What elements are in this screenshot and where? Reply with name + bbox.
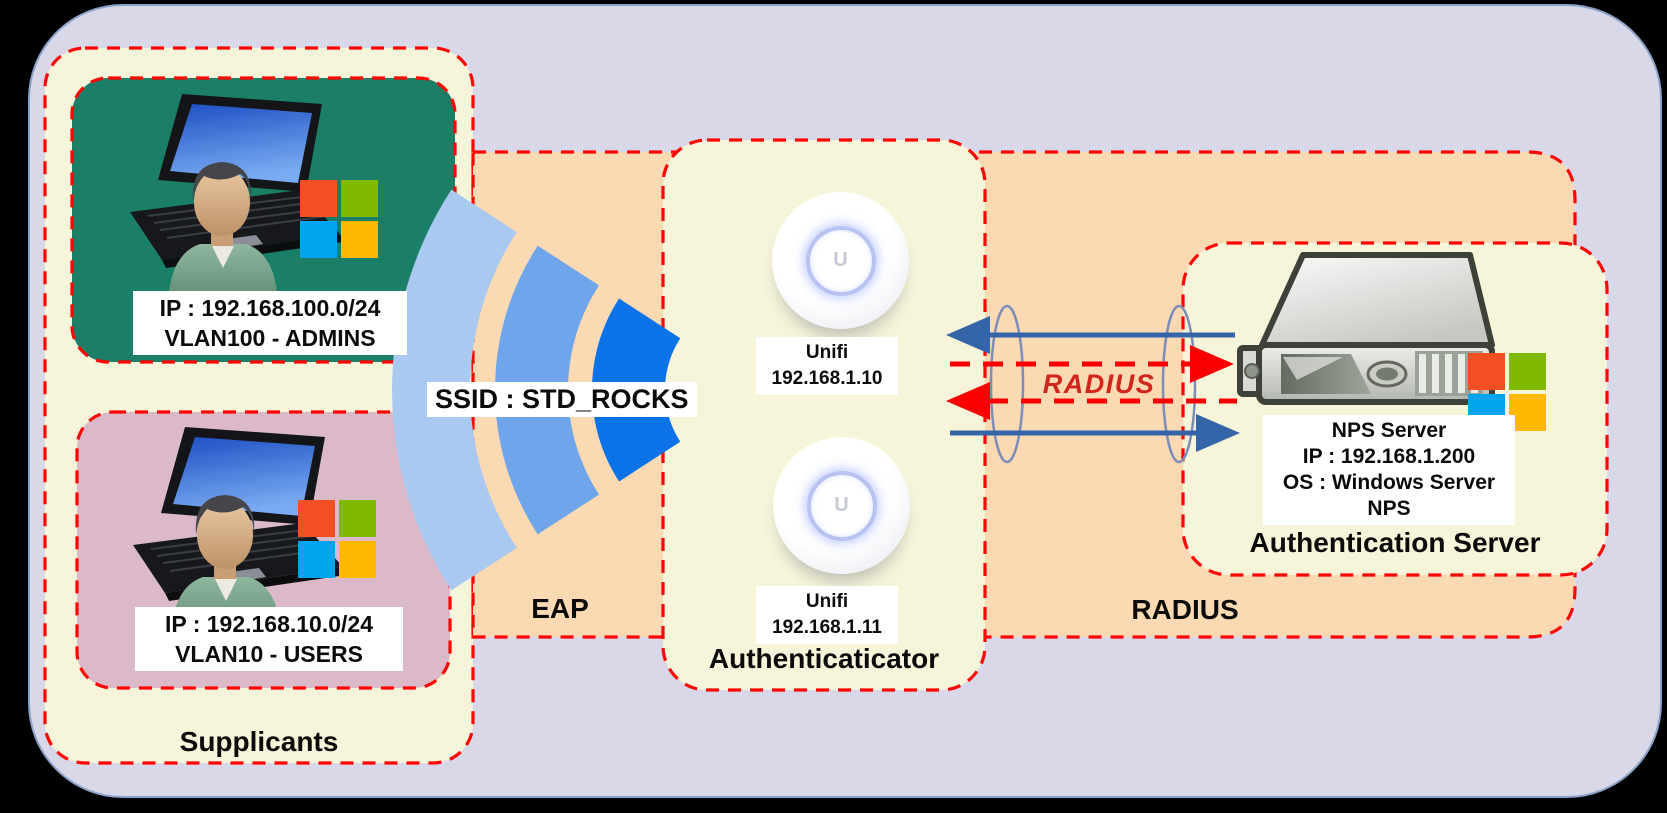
radius-flow-label: RADIUS	[1042, 369, 1156, 399]
microsoft-logo-icon	[300, 180, 378, 258]
ap1-label: Unifi 192.168.1.10	[756, 337, 898, 395]
nps-role-line: NPS	[1367, 497, 1411, 520]
admin-ip-line: IP : 192.168.100.0/24	[159, 295, 381, 321]
ubiquiti-logo-icon: U	[833, 249, 848, 271]
users-ip-line: IP : 192.168.10.0/24	[164, 611, 374, 637]
nps-name-line: NPS Server	[1331, 419, 1447, 442]
unifi-ap-icon: U	[773, 437, 910, 574]
eap-label: EAP	[531, 593, 589, 624]
nps-os-line: OS : Windows Server	[1282, 471, 1496, 494]
ap1-name: Unifi	[805, 342, 849, 363]
supplicants-group-label: Supplicants	[179, 726, 339, 757]
ap1-ip: 192.168.1.10	[771, 368, 883, 389]
server-icon	[1237, 252, 1495, 405]
ap-led-ring: U	[805, 225, 876, 296]
authenticator-group-label: Authenticaticator	[708, 643, 940, 674]
radius-tunnel-ellipse-right	[1161, 304, 1197, 464]
nps-server-label: NPS Server IP : 192.168.1.200 OS : Windo…	[1263, 415, 1515, 525]
admin-vlan-line: VLAN100 - ADMINS	[164, 325, 376, 351]
users-network-label: IP : 192.168.10.0/24 VLAN10 - USERS	[135, 607, 403, 671]
auth-server-group-label: Authentication Server	[1249, 527, 1541, 558]
ap2-label: Unifi 192.168.1.11	[756, 586, 898, 644]
unifi-ap-icon: U	[772, 192, 909, 329]
ubiquiti-logo-icon: U	[834, 494, 849, 516]
ap2-ip: 192.168.1.11	[772, 617, 882, 638]
nps-ip-line: IP : 192.168.1.200	[1302, 445, 1476, 468]
users-vlan-line: VLAN10 - USERS	[175, 641, 363, 667]
ap2-name: Unifi	[805, 591, 849, 612]
ap-led-ring: U	[806, 470, 877, 541]
laptop-user-icon	[130, 94, 343, 304]
admin-network-label: IP : 192.168.100.0/24 VLAN100 - ADMINS	[133, 291, 407, 355]
ssid-label: SSID : STD_ROCKS	[427, 382, 697, 417]
radius-tunnel-ellipse-left	[989, 304, 1025, 464]
microsoft-logo-icon	[298, 500, 376, 578]
request-arrows	[946, 316, 1240, 452]
radius-arrows	[946, 345, 1237, 420]
radius-zone-label: RADIUS	[1131, 594, 1239, 625]
